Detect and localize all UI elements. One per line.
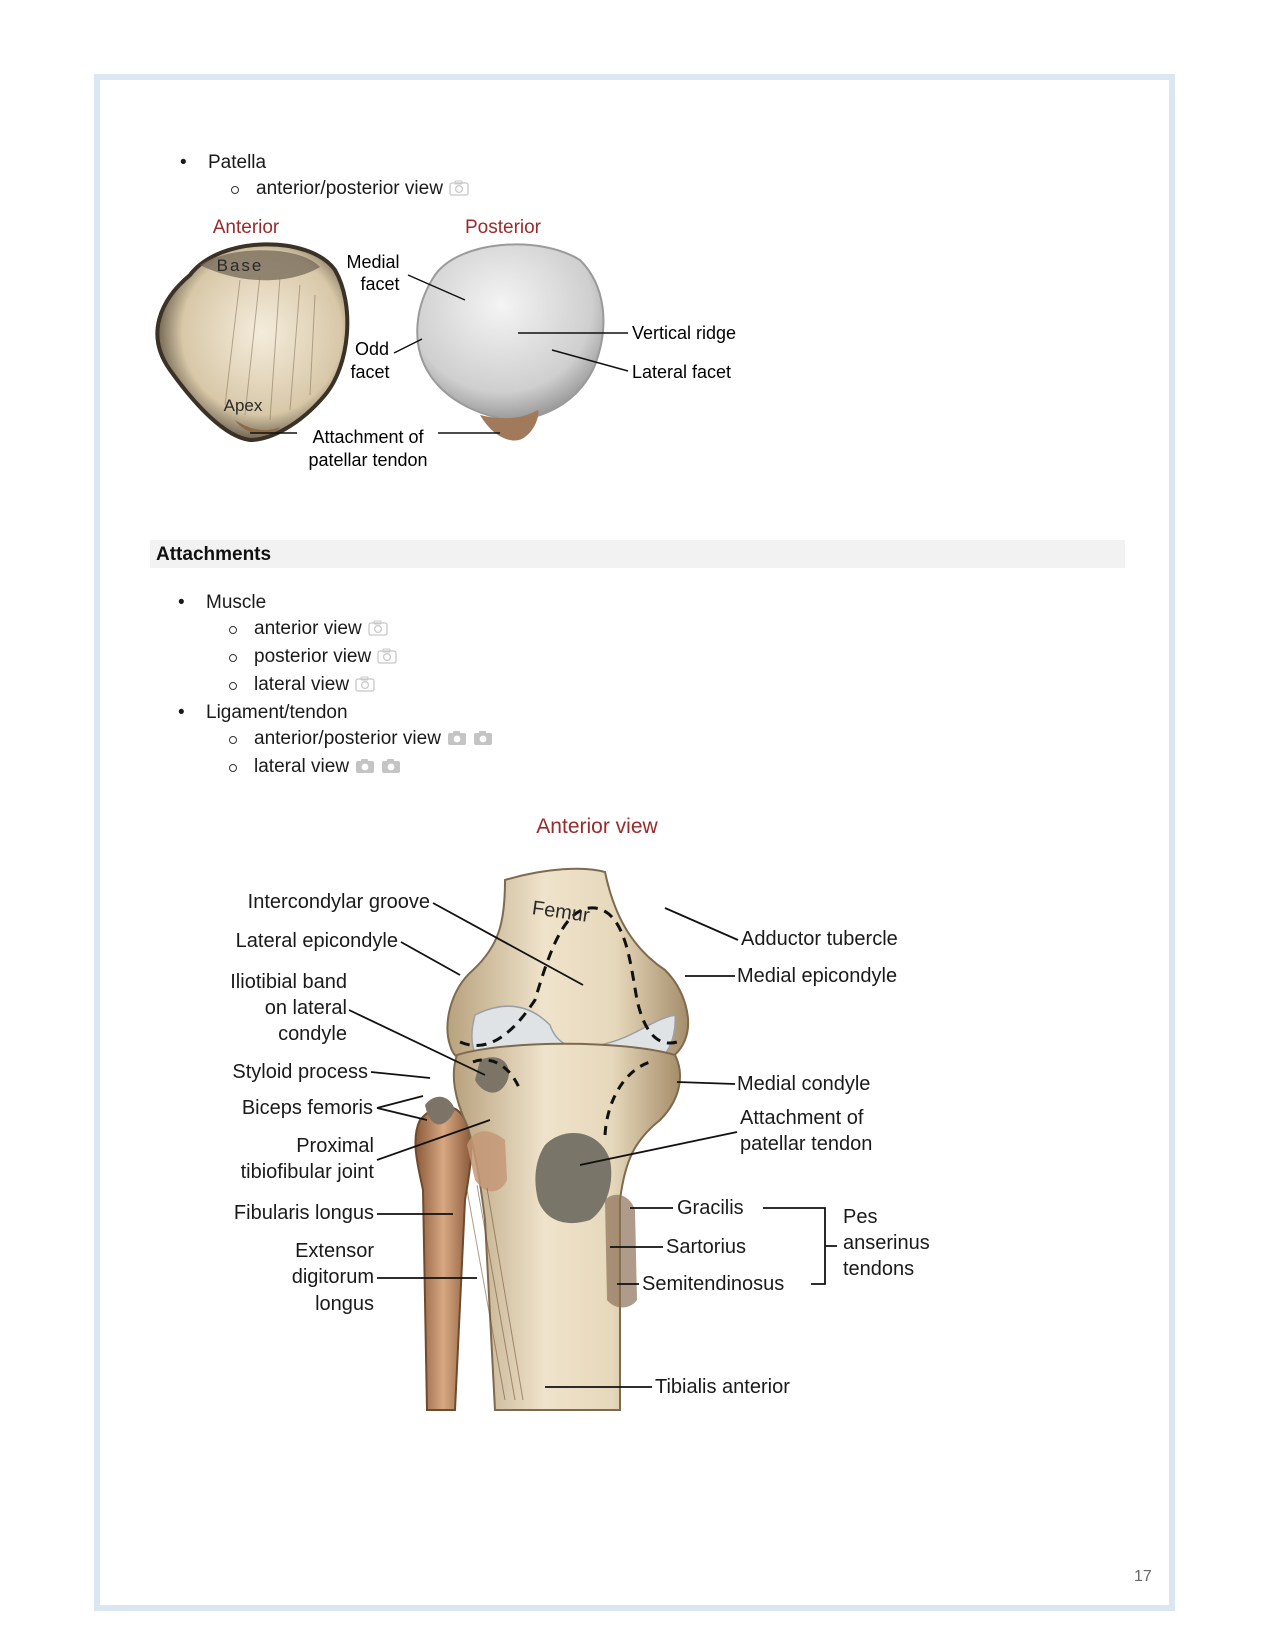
list-item-patella: Patella [180, 150, 469, 176]
vertical-ridge-label: Vertical ridge [632, 323, 736, 343]
intercondylar-leader [432, 902, 584, 986]
tibia-dashed-outline [472, 1058, 651, 1136]
list-item-ligament-antpost[interactable]: anterior/posterior view [178, 726, 493, 754]
odd-facet-label-1: Odd [355, 339, 389, 359]
iliotibial-label-1: Iliotibial band [230, 971, 347, 993]
posterior-title: Posterior [465, 217, 542, 238]
fibularis-label: Fibularis longus [234, 1202, 374, 1224]
list-item-label[interactable]: posterior view [254, 646, 372, 667]
lateral-facet-leader [551, 349, 629, 372]
anterior-title: Anterior [213, 217, 280, 238]
camera-icon[interactable] [368, 618, 388, 644]
odd-facet-leader [393, 338, 423, 354]
fibula-shape [414, 1105, 473, 1411]
styloid-leader [370, 1071, 431, 1079]
biceps-leaders [376, 1095, 428, 1121]
list-item-label: Ligament/tendon [206, 702, 348, 723]
list-item-ligament: Ligament/tendon [178, 700, 493, 726]
iliotibial-attachment-area [475, 1057, 509, 1093]
proximal-label-1: Proximal [296, 1135, 374, 1157]
tibialis-label: Tibialis anterior [655, 1376, 790, 1398]
camera-icon[interactable] [355, 674, 375, 700]
medial-condyle-leader [676, 1081, 736, 1085]
attach-leader [579, 1131, 738, 1166]
list-item-muscle-anterior[interactable]: anterior view [178, 616, 493, 644]
extensor-label-2: digitorum [292, 1266, 374, 1288]
iliotibial-label-2: on lateral [265, 997, 347, 1019]
odd-facet-label-2: facet [350, 362, 389, 382]
proximal-leader [376, 1119, 491, 1161]
pes-label-1: Pes [843, 1206, 877, 1228]
list-item-label[interactable]: lateral view [254, 756, 350, 777]
patella-base-region [200, 250, 320, 281]
list-item-label[interactable]: lateral view [254, 674, 350, 695]
lateral-epicondyle-label: Lateral epicondyle [236, 930, 398, 952]
patella-apex-region [235, 420, 280, 435]
attach-label-2: patellar tendon [740, 1133, 872, 1155]
camera-icon[interactable] [447, 728, 467, 754]
medial-facet-label-1: Medial [346, 252, 399, 272]
attachment-label-2: patellar tendon [308, 450, 427, 470]
sartorius-label: Sartorius [666, 1236, 746, 1258]
section-title: Attachments [156, 544, 272, 565]
posterior-tendon-region [480, 410, 539, 441]
medial-epicondyle-label: Medial epicondyle [737, 965, 897, 987]
pes-bracket [763, 1207, 837, 1285]
list-item-label: Muscle [206, 592, 267, 613]
camera-icon[interactable] [449, 178, 469, 204]
list-item-patella-view[interactable]: anterior/posterior view [180, 176, 469, 204]
biceps-attachment-area [425, 1096, 455, 1125]
list-item-label: Patella [208, 152, 267, 173]
proximal-label-2: tibiofibular joint [241, 1161, 375, 1183]
posterior-patella [416, 243, 605, 422]
camera-icon[interactable] [381, 756, 401, 782]
list-item-muscle: Muscle [178, 590, 493, 616]
list-item-label[interactable]: anterior/posterior view [256, 178, 443, 199]
lateral-epicondyle-leader [400, 941, 461, 976]
list-item-ligament-lateral[interactable]: lateral view [178, 754, 493, 782]
pes-label-3: tendons [843, 1258, 914, 1280]
lateral-facet-label: Lateral facet [632, 362, 731, 382]
adductor-label: Adductor tubercle [741, 928, 898, 950]
pes-label-2: anserinus [843, 1232, 930, 1254]
gracilis-label: Gracilis [677, 1197, 744, 1219]
semitendinosus-label: Semitendinosus [642, 1273, 784, 1295]
list-item-label[interactable]: anterior/posterior view [254, 728, 441, 749]
biceps-label: Biceps femoris [242, 1097, 373, 1119]
camera-icon[interactable] [473, 728, 493, 754]
attachments-list: Muscle anterior view posterior view late… [178, 590, 493, 782]
patellar-tendon-attachment-area [535, 1133, 612, 1224]
patella-figure: Anterior Posterior Base Apex Medial face… [155, 217, 736, 470]
patella-list: Patella anterior/posterior view [180, 150, 469, 204]
extensor-label-3: longus [315, 1293, 374, 1315]
list-item-muscle-posterior[interactable]: posterior view [178, 644, 493, 672]
medial-condyle-label: Medial condyle [737, 1073, 870, 1095]
section-header: Attachments [150, 540, 1125, 568]
attachment-label-1: Attachment of [312, 427, 424, 447]
medial-facet-label-2: facet [360, 274, 399, 294]
list-item-muscle-lateral[interactable]: lateral view [178, 672, 493, 700]
femur-dashed-outline [459, 906, 684, 1048]
attach-label-1: Attachment of [740, 1107, 864, 1129]
base-label: Base [217, 256, 264, 275]
extensor-label-1: Extensor [295, 1240, 374, 1262]
page-number: 17 [1134, 1568, 1152, 1585]
knee-figure: Anterior view Femur Intercondylar groove… [230, 815, 930, 1411]
tibia-shape [452, 1042, 681, 1411]
iliotibial-label-3: condyle [278, 1023, 347, 1045]
knee-figure-title: Anterior view [536, 815, 658, 838]
pes-anserinus-area [605, 1194, 637, 1308]
styloid-label: Styloid process [232, 1061, 368, 1083]
list-item-label[interactable]: anterior view [254, 618, 362, 639]
adductor-leader [664, 907, 739, 941]
iliotibial-leader [348, 1009, 486, 1076]
intercondylar-groove-label: Intercondylar groove [248, 891, 430, 913]
lateral-muscle-band [467, 1131, 507, 1192]
camera-icon[interactable] [355, 756, 375, 782]
camera-icon[interactable] [377, 646, 397, 672]
apex-label: Apex [224, 396, 263, 415]
medial-facet-leader [407, 274, 466, 301]
